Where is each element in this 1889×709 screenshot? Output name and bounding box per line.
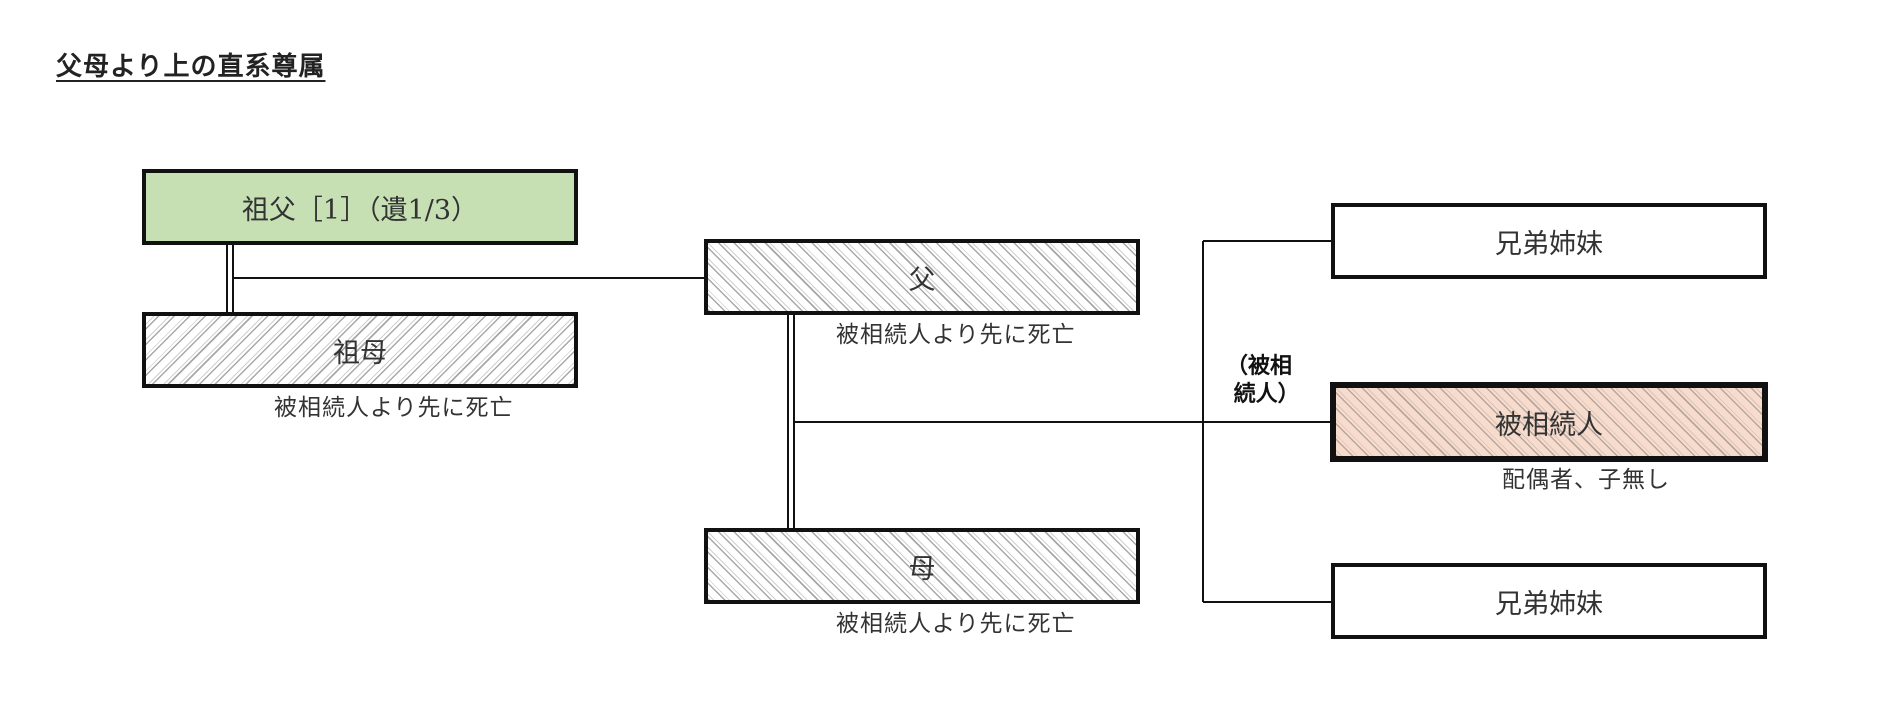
decedent-label: 被相続人 [1495,409,1603,441]
mother-note: 被相続人より先に死亡 [836,611,1076,637]
grandmother-box: 祖母 [142,312,578,388]
sibling-bottom-label: 兄弟姉妹 [1495,588,1603,620]
grandmother-label: 祖母 [333,337,387,369]
decedent-note: 配偶者、子無し [1502,467,1670,493]
sibling-bottom-box: 兄弟姉妹 [1331,563,1767,639]
grandmother-note: 被相続人より先に死亡 [274,395,514,421]
sibling-top-label: 兄弟姉妹 [1495,228,1603,260]
grandfather-label: 祖父［1］（遺1/3） [241,194,479,226]
sibling-top-box: 兄弟姉妹 [1331,203,1767,279]
father-box: 父 [704,239,1140,315]
mother-label: 母 [908,553,936,585]
mother-box: 母 [704,528,1140,604]
father-note: 被相続人より先に死亡 [836,322,1076,348]
grandfather-box: 祖父［1］（遺1/3） [142,169,578,245]
diagram-title: 父母より上の直系尊属 [56,52,326,82]
father-label: 父 [908,264,936,296]
decedent-box: 被相続人 [1330,382,1768,462]
decedent-side-label: （被相 続人） [1226,354,1300,407]
